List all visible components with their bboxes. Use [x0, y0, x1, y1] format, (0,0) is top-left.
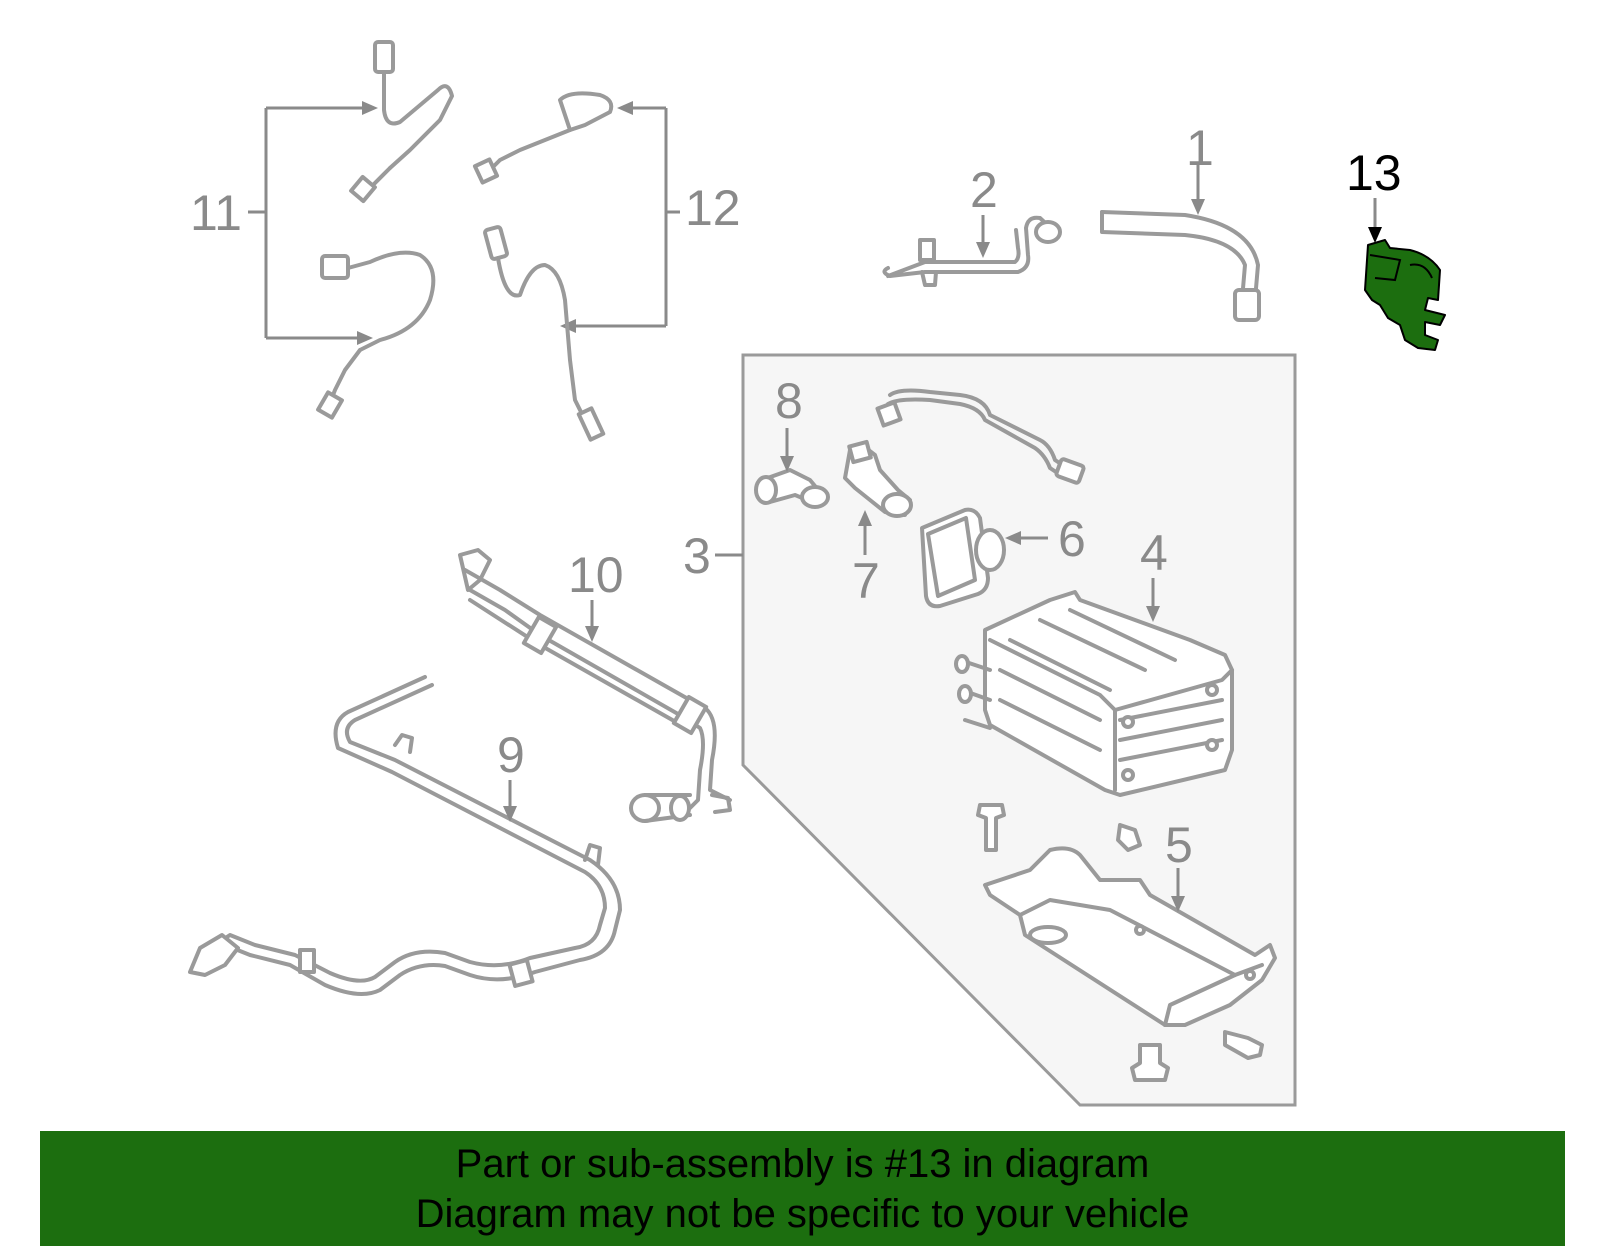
- part-11-oxygen-sensors: [316, 40, 454, 420]
- part-7-sensor: [843, 439, 913, 518]
- callout-9: 9: [497, 727, 525, 783]
- part-13-highlighted: [1364, 239, 1446, 351]
- callout-4: 4: [1140, 525, 1168, 581]
- part-6-valve: [920, 507, 1006, 609]
- part-bolts: [976, 803, 1264, 1082]
- part-12-oxygen-sensors: [472, 91, 614, 442]
- info-banner: Part or sub-assembly is #13 in diagram D…: [40, 1131, 1565, 1246]
- callout-2: 2: [970, 162, 998, 218]
- part-8-elbow: [754, 468, 830, 509]
- leader-lines: [503, 165, 1382, 912]
- callout-5: 5: [1165, 817, 1193, 873]
- callout-3: 3: [683, 528, 711, 584]
- banner-line-part-number: Part or sub-assembly is #13 in diagram: [455, 1142, 1150, 1186]
- part-9-tube: [188, 675, 622, 996]
- callout-8: 8: [775, 373, 803, 429]
- part-harness: [875, 388, 1086, 485]
- part-1-hose: [1100, 210, 1261, 322]
- callout-13: 13: [1346, 145, 1402, 201]
- part-4-canister: [954, 590, 1234, 797]
- bracket-11: [248, 101, 378, 345]
- part-2-hose: [882, 215, 1062, 287]
- part-5-shield: [983, 823, 1277, 1027]
- callout-1: 1: [1186, 120, 1214, 176]
- callout-10: 10: [568, 547, 624, 603]
- banner-line-disclaimer: Diagram may not be specific to your vehi…: [415, 1192, 1190, 1236]
- bracket-12: [560, 101, 680, 333]
- callout-12: 12: [685, 180, 741, 236]
- callout-11: 11: [190, 185, 242, 241]
- callout-6: 6: [1058, 511, 1086, 567]
- part-10-tube: [458, 548, 732, 823]
- callout-7: 7: [852, 553, 880, 609]
